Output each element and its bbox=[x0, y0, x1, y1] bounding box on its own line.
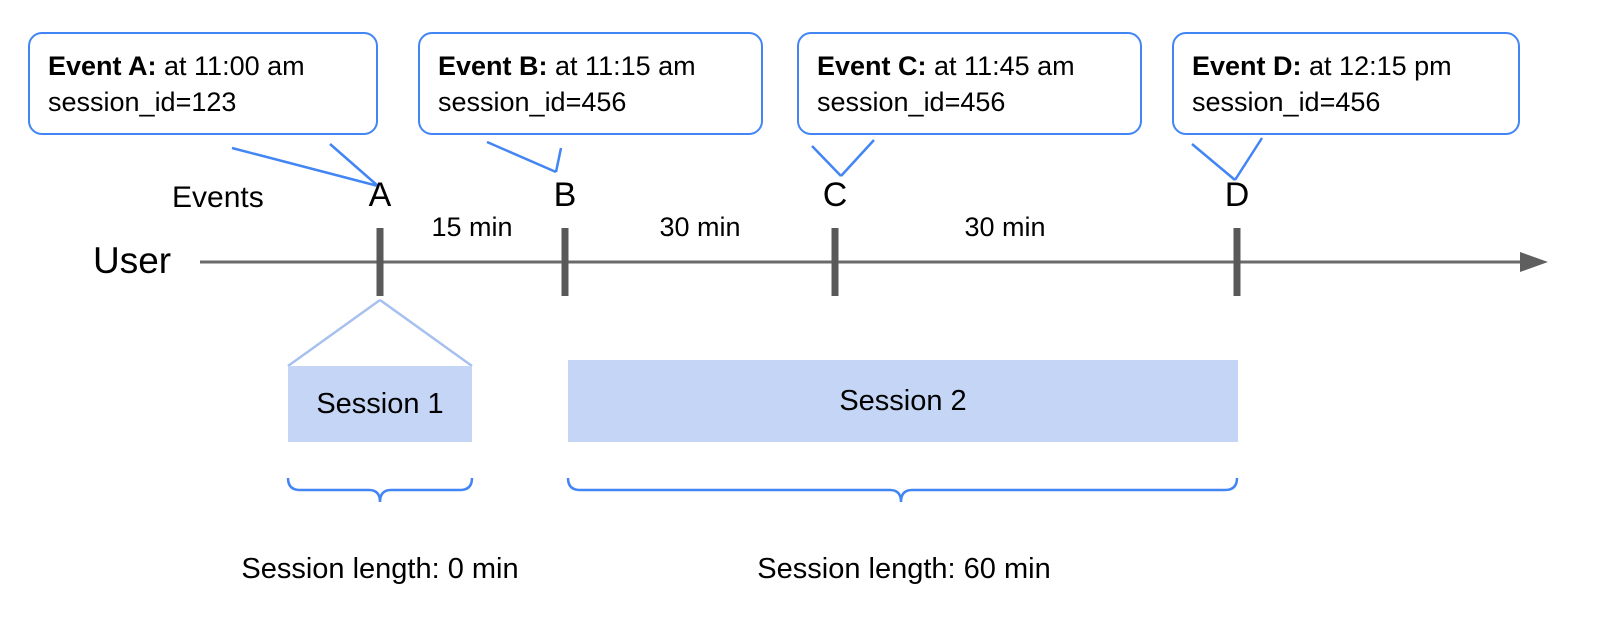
session-length-braces bbox=[286, 477, 1239, 503]
session-bar-2[interactable]: Session 2 bbox=[568, 360, 1238, 442]
callout-a-rest: at 11:00 am bbox=[156, 51, 305, 81]
event-letter-d: D bbox=[1224, 176, 1250, 214]
callout-b-session: session_id=456 bbox=[438, 87, 627, 118]
session-bar-2-label: Session 2 bbox=[839, 384, 967, 417]
timeline-axis bbox=[200, 252, 1548, 272]
callout-d-lead: Event D: bbox=[1192, 51, 1302, 81]
gap-label-c-d: 30 min bbox=[964, 212, 1046, 242]
events-row-label: Events bbox=[172, 181, 264, 214]
callout-d-rest: at 12:15 pm bbox=[1301, 51, 1452, 81]
callout-c-lead: Event C: bbox=[817, 51, 927, 81]
callout-a-lead: Event A: bbox=[48, 51, 157, 81]
gap-label-b-c: 30 min bbox=[659, 212, 741, 242]
callout-a-session: session_id=123 bbox=[48, 87, 237, 118]
leader-c bbox=[811, 139, 875, 177]
brace-session-2 bbox=[566, 477, 1239, 503]
callout-event-a[interactable]: Event A: at 11:00 am session_id=123 bbox=[28, 32, 378, 135]
callout-d-session: session_id=456 bbox=[1192, 87, 1381, 118]
event-letter-b: B bbox=[553, 176, 577, 214]
event-letter-c: C bbox=[822, 176, 848, 214]
callout-event-d[interactable]: Event D: at 12:15 pm session_id=456 bbox=[1172, 32, 1520, 135]
callout-c-rest: at 11:45 am bbox=[926, 51, 1075, 81]
session-bar-1-label: Session 1 bbox=[316, 387, 444, 420]
leader-b bbox=[486, 140, 563, 174]
event-letter-a: A bbox=[368, 176, 392, 214]
callout-event-c[interactable]: Event C: at 11:45 am session_id=456 bbox=[797, 32, 1142, 135]
user-row-label: User bbox=[93, 240, 172, 281]
callout-b-rest: at 11:15 am bbox=[547, 51, 696, 81]
session-length-label-1: Session length: 0 min bbox=[241, 553, 519, 585]
brace-session-1 bbox=[286, 477, 474, 503]
session-length-label-2: Session length: 60 min bbox=[757, 553, 1051, 585]
leader-d bbox=[1191, 137, 1264, 181]
session-bar-1[interactable]: Session 1 bbox=[288, 366, 472, 442]
callout-c-session: session_id=456 bbox=[817, 87, 1006, 118]
callout-b-lead: Event B: bbox=[438, 51, 548, 81]
gap-label-a-b: 15 min bbox=[431, 212, 513, 242]
session1-funnel bbox=[287, 298, 473, 368]
callout-event-b[interactable]: Event B: at 11:15 am session_id=456 bbox=[418, 32, 763, 135]
